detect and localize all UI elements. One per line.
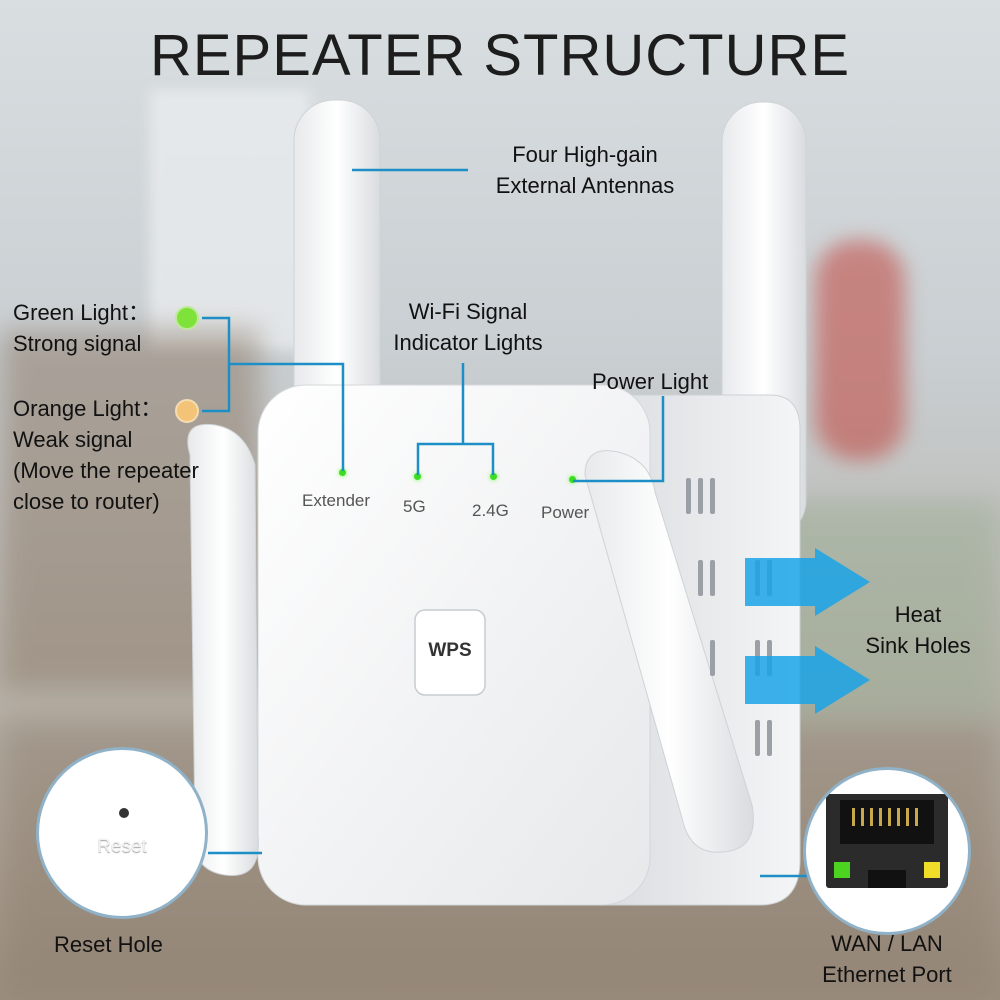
heat-sink-hole [755,720,760,756]
heat-sink-hole [698,560,703,596]
label-power-light: Power Light [592,369,709,394]
heat-sink-hole [767,720,772,756]
label-port-line1: WAN / LAN [831,931,943,956]
label-orange-light: Orange Light： Weak signal (Move the repe… [13,393,199,517]
label-reset-hole: Reset Hole [54,932,163,957]
background-player [815,240,905,460]
label-orange-line3: (Move the repeater [13,458,199,483]
antenna-front-right [584,450,754,853]
led-power [569,476,576,483]
label-orange-line4: close to router) [13,489,160,514]
label-wifi-line2: Indicator Lights [393,330,543,355]
label-wifi-line1: Wi-Fi Signal [408,299,528,324]
reset-printed-label: Reset [97,836,147,857]
heat-arrow-lower [745,646,870,714]
label-green-line2: Strong signal [13,331,142,356]
orange-light-indicator [175,399,199,423]
led-5g [414,473,421,480]
reset-hole-icon [119,808,129,818]
wps-label[interactable]: WPS [428,640,472,661]
antenna-front-left [187,423,259,876]
label-port-line2: Ethernet Port [822,962,952,987]
label-heat-sink: Heat Sink Holes [848,599,988,661]
device-label-5g: 5G [403,497,426,516]
reset-zoom-circle: Reset [36,747,208,919]
label-antennas-line2: External Antennas [495,173,675,198]
label-wifi-indicators: Wi-Fi Signal Indicator Lights [370,296,566,358]
page-title: REPEATER STRUCTURE [149,23,851,88]
heat-arrow-upper [745,548,870,616]
label-antennas-line1: Four High-gain [512,142,658,167]
ethernet-port-icon [826,794,948,888]
heat-sink-hole [710,478,715,514]
callout-line-extender [229,362,345,471]
port-zoom-circle [803,767,971,935]
device-label-2-4g: 2.4G [472,501,509,520]
device-label-extender: Extender [302,491,371,510]
callout-line-power [573,396,665,483]
callout-line-wifi [416,363,495,475]
device-label-power-clip: Power [541,503,589,527]
wps-button-shape [414,609,486,696]
callout-line-green [202,316,231,413]
label-heat-line1: Heat [894,602,942,627]
heat-sink-hole [710,640,715,676]
label-orange-line2: Weak signal [13,427,133,452]
label-orange-line1: Orange Light： [13,396,163,421]
device-label-power: Power [541,503,589,522]
heat-sink-hole [698,478,703,514]
green-light-indicator [175,306,199,330]
label-antennas: Four High-gain External Antennas [470,139,700,201]
label-green-light: Green Light： Strong signal [13,297,150,359]
heat-sink-hole [710,560,715,596]
background-window [150,90,310,350]
led-extender [339,469,346,476]
heat-sink-hole [686,478,691,514]
led-2-4g [490,473,497,480]
label-green-line1: Green Light： [13,300,150,325]
label-ethernet-port: WAN / LAN Ethernet Port [798,928,976,990]
label-heat-line2: Sink Holes [865,633,971,658]
